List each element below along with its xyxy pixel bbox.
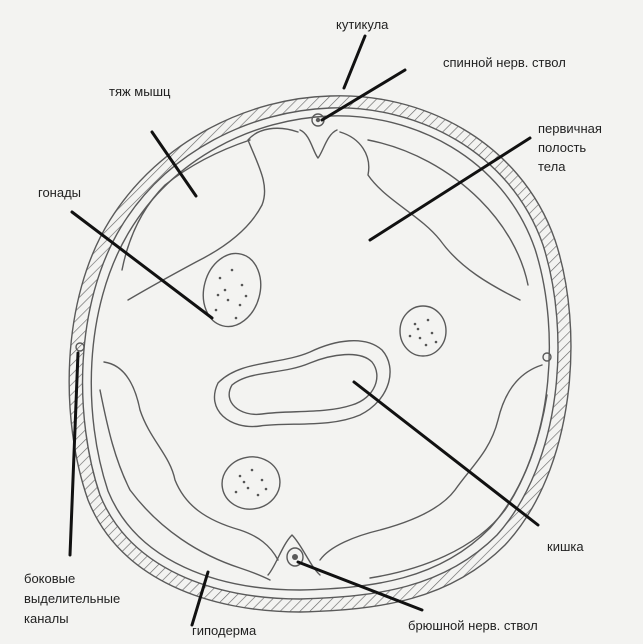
label-body-cavity-line3: тела [538,158,565,176]
label-lateral-canals-line1: боковые [24,570,75,588]
label-body-cavity-line1: первичная [538,120,602,138]
label-gonads: гонады [38,184,81,202]
label-intestine: кишка [547,538,584,556]
label-lateral-canals-line3: каналы [24,610,69,628]
label-body-cavity-line2: полость [538,139,586,157]
label-cuticle: кутикула [336,16,388,34]
label-hypodermis: гиподерма [192,622,256,640]
label-muscle-band: тяж мышц [109,83,170,101]
label-lateral-canals-line2: выделительные [24,590,120,608]
label-dorsal-nerve-cord: спинной нерв. ствол [443,54,566,72]
label-ventral-nerve-cord: брюшной нерв. ствол [408,617,538,635]
